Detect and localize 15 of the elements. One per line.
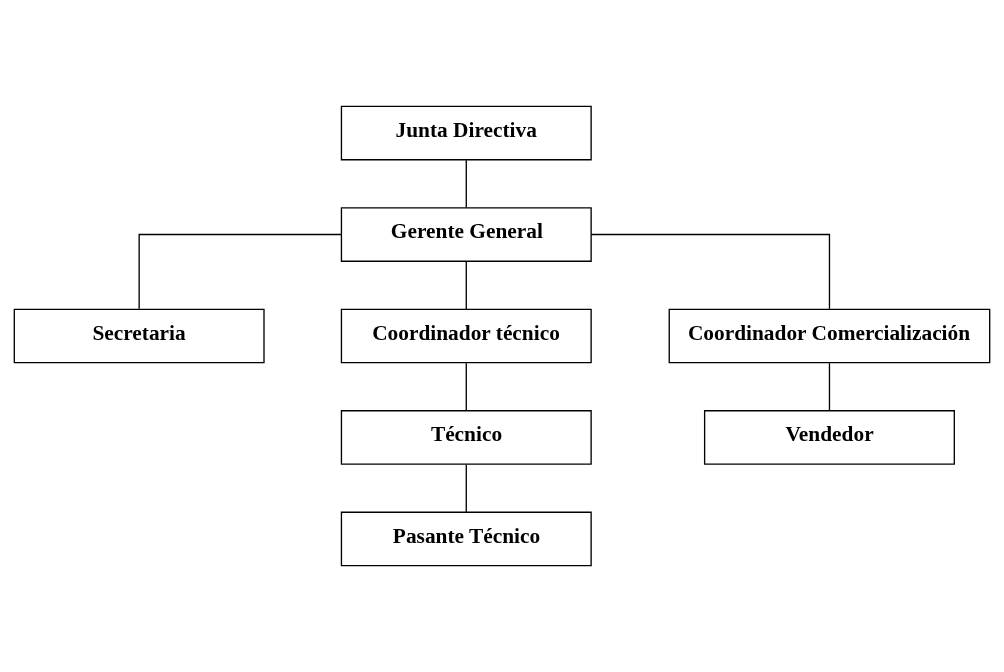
connector [465,362,467,412]
connector [828,362,831,412]
node-box: Coordinador Comercialización [668,308,991,364]
node-box: Secretaria [13,308,265,364]
node-box: Gerente General [340,207,592,262]
connector [465,261,467,310]
connector [465,464,467,513]
node-box: Junta Directiva [340,105,592,161]
connector [138,233,342,310]
connector [590,233,831,310]
node-box: Pasante Técnico [340,511,592,567]
node-box: Técnico [340,410,592,465]
connector [465,159,467,209]
node-box: Coordinador técnico [340,308,592,364]
node-box: Vendedor [703,410,955,465]
